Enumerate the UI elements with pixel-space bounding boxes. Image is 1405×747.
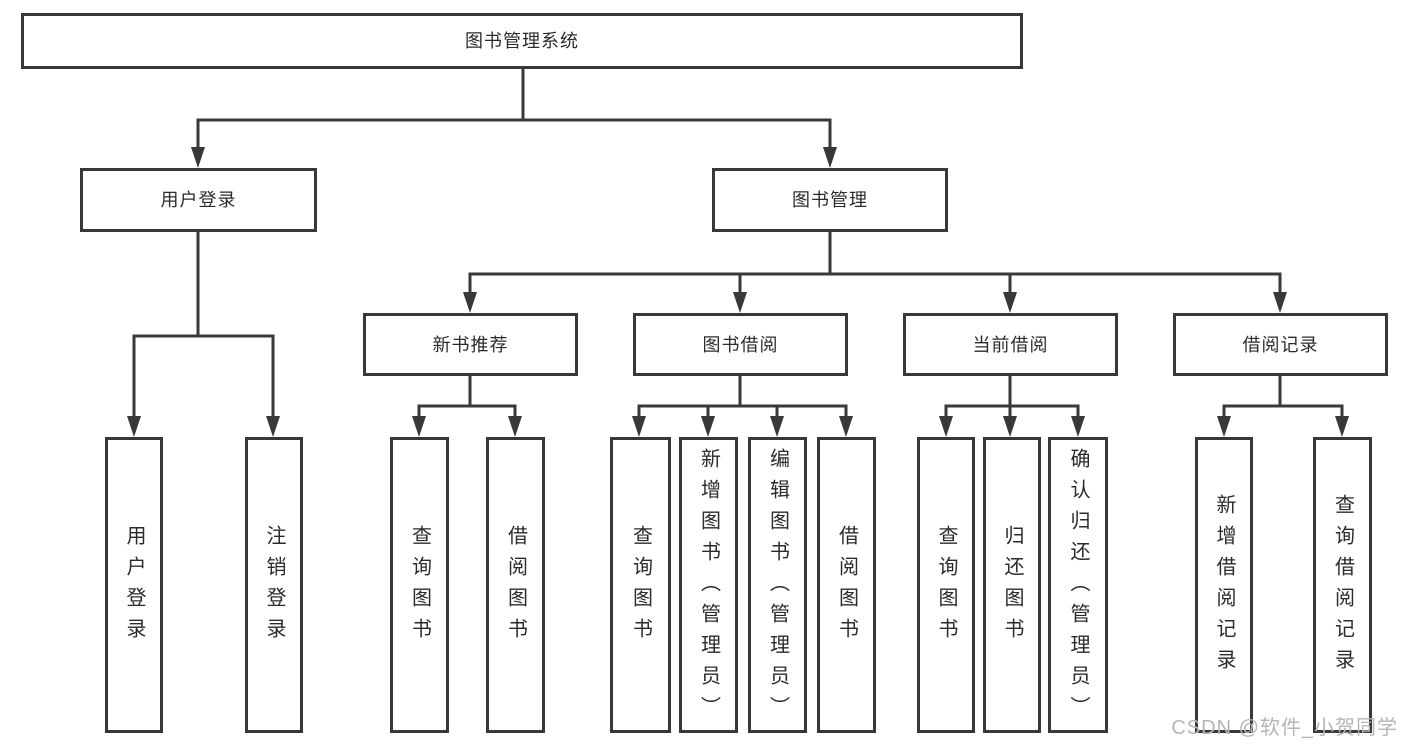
csdn-watermark: CSDN @软件_小贺同学 <box>1171 717 1398 739</box>
node-new-book-recommend: 新书推荐 <box>363 313 578 376</box>
node-book-borrow: 图书借阅 <box>633 313 848 376</box>
leaf-bb-query-books: 查询图书 <box>610 437 671 733</box>
node-current-borrow: 当前借阅 <box>903 313 1118 376</box>
leaf-cb-confirm-return-admin: 确认归还（管理员） <box>1048 437 1108 733</box>
node-root-library-management-system: 图书管理系统 <box>21 13 1023 69</box>
leaf-cb-query-books: 查询图书 <box>917 437 975 733</box>
leaf-bb-edit-books-admin: 编辑图书（管理员） <box>748 437 807 733</box>
leaf-logout: 注销登录 <box>245 437 303 733</box>
leaf-br-add-record: 新增借阅记录 <box>1195 437 1253 733</box>
leaf-nb-borrow-books: 借阅图书 <box>486 437 545 733</box>
leaf-br-query-record: 查询借阅记录 <box>1313 437 1372 733</box>
node-borrow-records: 借阅记录 <box>1173 313 1388 376</box>
leaf-user-login: 用户登录 <box>105 437 163 733</box>
node-user-login: 用户登录 <box>80 168 317 232</box>
leaf-bb-borrow-books: 借阅图书 <box>817 437 876 733</box>
leaf-nb-query-books: 查询图书 <box>390 437 449 733</box>
leaf-cb-return-books: 归还图书 <box>983 437 1041 733</box>
node-book-management: 图书管理 <box>712 168 948 232</box>
leaf-bb-add-books-admin: 新增图书（管理员） <box>679 437 738 733</box>
